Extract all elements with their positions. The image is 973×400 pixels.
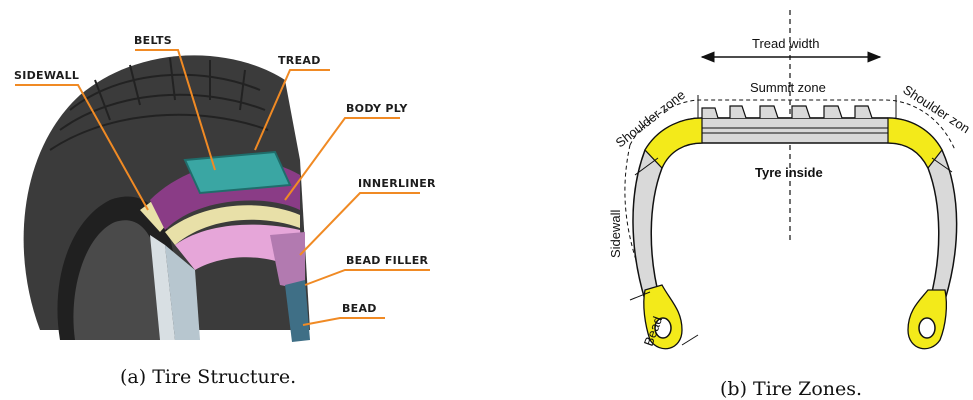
leader-bead bbox=[303, 318, 385, 325]
label-belts: BELTS bbox=[134, 34, 172, 47]
label-tyre-inside: Tyre inside bbox=[755, 165, 823, 180]
tire-zones-diagram: Tread width Summit zone Shoulder zone Sh… bbox=[590, 0, 973, 370]
tire-zones-panel: Tread width Summit zone Shoulder zone Sh… bbox=[590, 0, 973, 400]
belts-section bbox=[185, 152, 290, 193]
tire-structure-illustration: SIDEWALL BELTS TREAD BODY PLY INNERLINER… bbox=[0, 0, 470, 360]
leader-innerliner bbox=[300, 193, 420, 255]
label-summit-zone: Summit zone bbox=[750, 80, 826, 95]
label-body-ply: BODY PLY bbox=[346, 102, 408, 115]
label-sidewall: Sidewall bbox=[608, 209, 623, 258]
label-sidewall: SIDEWALL bbox=[14, 69, 79, 82]
label-tread: TREAD bbox=[278, 54, 321, 67]
label-bead-filler: BEAD FILLER bbox=[346, 254, 429, 267]
label-innerliner: INNERLINER bbox=[358, 177, 436, 190]
bead-core-right bbox=[919, 318, 935, 338]
bead-left-bound-2 bbox=[682, 335, 698, 345]
caption-tire-structure: (a) Tire Structure. bbox=[120, 366, 296, 388]
tread-blocks bbox=[702, 106, 888, 118]
leader-bead-filler bbox=[305, 270, 430, 285]
tire-structure-panel: SIDEWALL BELTS TREAD BODY PLY INNERLINER… bbox=[0, 0, 470, 400]
shoulder-zone-right-area bbox=[888, 118, 942, 168]
caption-tire-zones: (b) Tire Zones. bbox=[720, 378, 862, 400]
label-bead: BEAD bbox=[342, 302, 377, 315]
label-tread-width: Tread width bbox=[752, 36, 819, 51]
